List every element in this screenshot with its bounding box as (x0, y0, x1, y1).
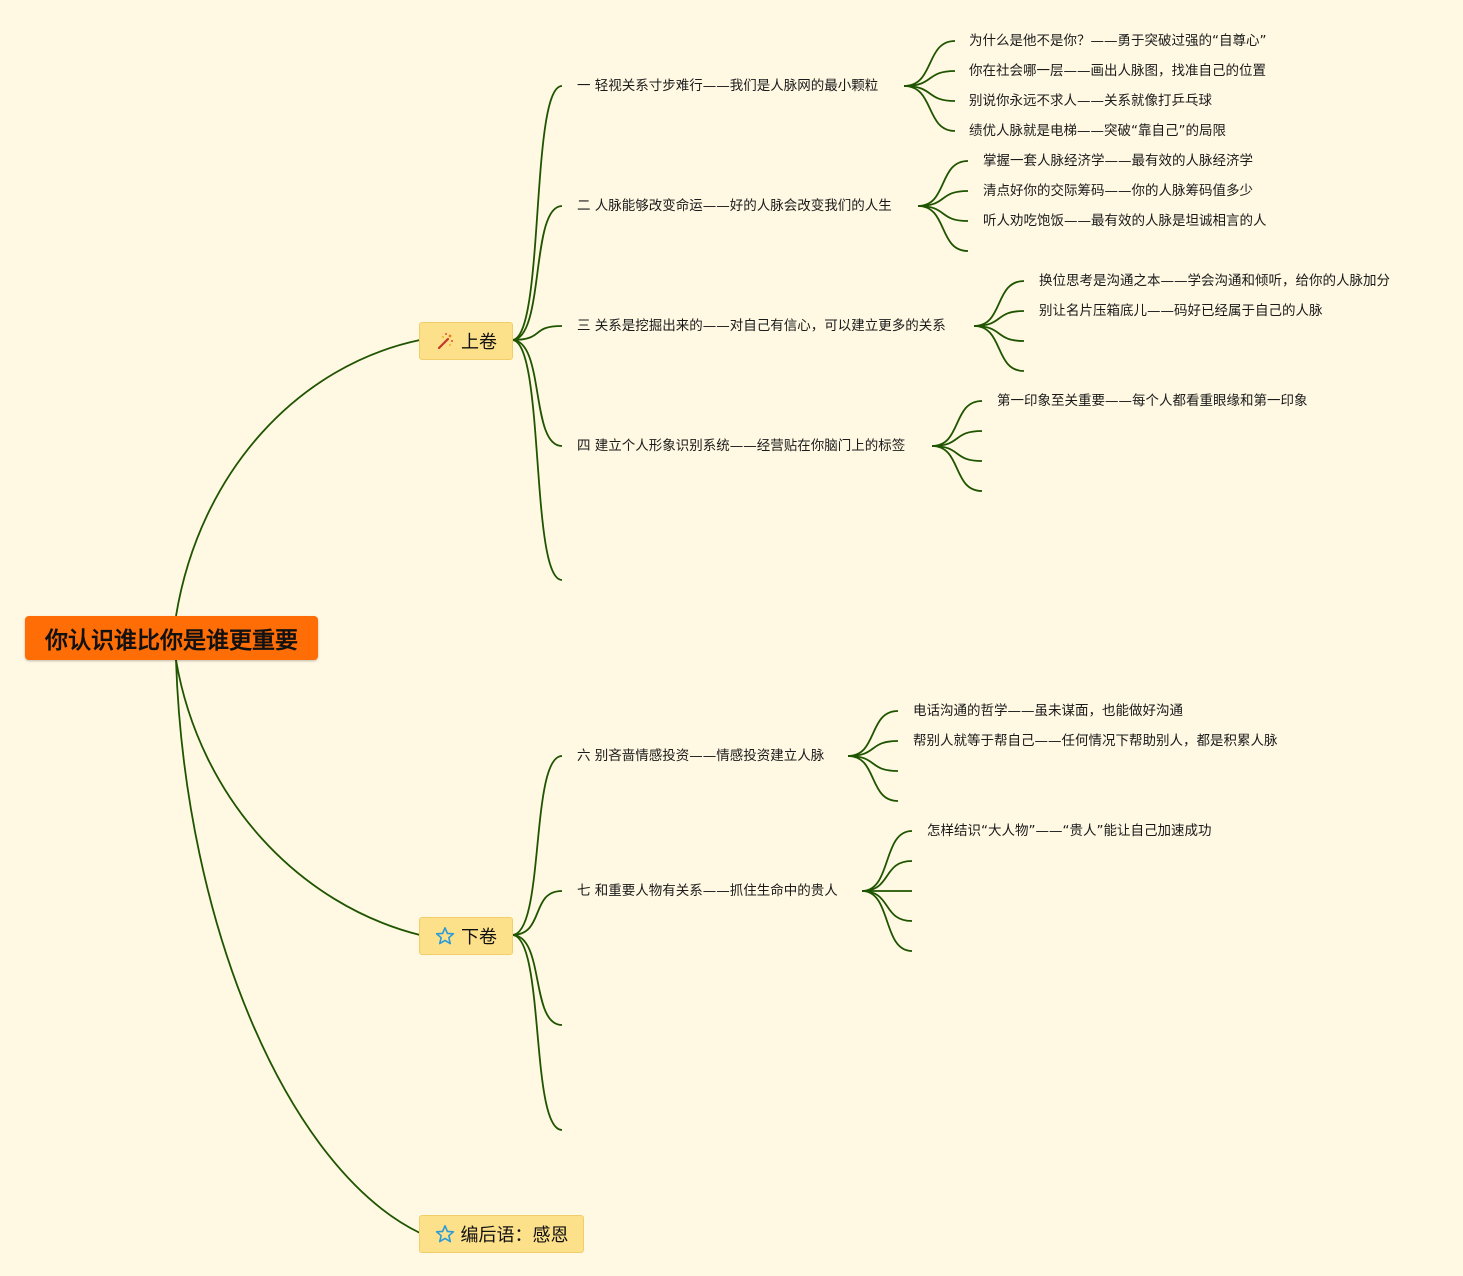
topic-2-1[interactable]: 掌握一套人脉经济学——最有效的人脉经济学 (983, 153, 1253, 169)
branch-ch3-t2 (973, 310, 1025, 327)
topic-3-1[interactable]: 换位思考是沟通之本——学会沟通和倾听，给你的人脉加分 (1039, 273, 1390, 289)
branch-ch4-t4 (931, 445, 983, 492)
branch-root-epilogue (175, 659, 421, 1234)
branch-lower-ch8 (511, 934, 563, 1026)
topic-1-2[interactable]: 你在社会哪一层——画出人脉图，找准自己的位置 (969, 63, 1266, 79)
topic-7-1[interactable]: 怎样结识“大人物”——“贵人”能让自己加速成功 (927, 823, 1212, 839)
branch-lower-ch6 (511, 755, 563, 936)
branch-upper-ch2 (511, 205, 563, 341)
branch-root-upper (175, 339, 421, 617)
topic-6-1[interactable]: 电话沟通的哲学——虽未谋面，也能做好沟通 (913, 703, 1183, 719)
star-icon (435, 1224, 455, 1244)
branch-ch1-t3 (903, 85, 956, 102)
section-upper-label: 上卷 (461, 332, 497, 353)
branch-ch3-t1 (973, 280, 1025, 327)
root-topic[interactable]: 你认识谁比你是谁更重要 (25, 616, 318, 660)
branch-ch3-t3 (973, 325, 1025, 342)
branch-ch6-t2 (847, 740, 899, 757)
branch-ch6-t1 (847, 710, 899, 757)
branch-ch2-t1 (917, 160, 969, 207)
chapter-2[interactable]: 二 人脉能够改变命运——好的人脉会改变我们的人生 (577, 198, 892, 214)
section-lower[interactable]: 下卷 (419, 917, 513, 955)
topic-1-1[interactable]: 为什么是他不是你？——勇于突破过强的“自尊心” (969, 33, 1267, 49)
branch-upper-ch5 (511, 339, 563, 581)
branch-ch1-t4 (903, 85, 956, 132)
star-icon (435, 926, 455, 946)
topic-1-3[interactable]: 别说你永远不求人——关系就像打乒乓球 (969, 93, 1212, 109)
branch-ch6-t3 (847, 755, 899, 772)
branch-ch4-t3 (931, 445, 983, 462)
topic-4-1[interactable]: 第一印象至关重要——每个人都看重眼缘和第一印象 (997, 393, 1308, 409)
branch-ch7-t1 (861, 830, 913, 892)
branch-lower-ch7 (511, 890, 563, 936)
branch-ch7-t2 (861, 860, 913, 892)
section-epilogue[interactable]: 编后语：感恩 (419, 1215, 584, 1253)
chapter-4[interactable]: 四 建立个人形象识别系统——经营贴在你脑门上的标签 (577, 438, 906, 454)
branch-ch2-t2 (917, 190, 969, 207)
branch-root-lower (175, 659, 421, 936)
section-lower-label: 下卷 (461, 927, 497, 948)
section-epilogue-label: 编后语：感恩 (460, 1225, 569, 1246)
branch-ch7-t5 (861, 890, 913, 952)
chapter-3[interactable]: 三 关系是挖掘出来的——对自己有信心，可以建立更多的关系 (577, 318, 946, 334)
branch-lower-ch9 (511, 934, 563, 1131)
chapter-6[interactable]: 六 别吝啬情感投资——情感投资建立人脉 (577, 748, 825, 764)
branch-upper-ch4 (511, 339, 563, 447)
topic-2-2[interactable]: 清点好你的交际筹码——你的人脉筹码值多少 (983, 183, 1253, 199)
branch-upper-ch1 (511, 85, 563, 341)
branch-ch4-t2 (931, 430, 983, 447)
chapter-1[interactable]: 一 轻视关系寸步难行——我们是人脉网的最小颗粒 (577, 78, 879, 94)
topic-2-3[interactable]: 听人劝吃饱饭——最有效的人脉是坦诚相言的人 (983, 213, 1267, 229)
branch-ch2-t4 (917, 205, 969, 252)
branch-ch2-t3 (917, 205, 969, 222)
topic-3-2[interactable]: 别让名片压箱底儿——码好已经属于自己的人脉 (1039, 303, 1323, 319)
chapter-7[interactable]: 七 和重要人物有关系——抓住生命中的贵人 (577, 883, 838, 899)
branch-ch4-t1 (931, 400, 983, 447)
fireworks-icon (435, 331, 455, 351)
branch-ch3-t4 (973, 325, 1025, 372)
section-upper[interactable]: 上卷 (419, 322, 513, 360)
branch-ch1-t1 (903, 40, 956, 87)
branch-upper-ch3 (511, 325, 563, 341)
branch-ch7-t4 (861, 890, 913, 922)
branch-ch6-t4 (847, 755, 899, 802)
topic-1-4[interactable]: 绩优人脉就是电梯——突破“靠自己”的局限 (969, 123, 1226, 139)
root-topic-label: 你认识谁比你是谁更重要 (45, 628, 298, 654)
branch-ch1-t2 (903, 70, 956, 87)
topic-6-2[interactable]: 帮别人就等于帮自己——任何情况下帮助别人，都是积累人脉 (913, 733, 1278, 749)
